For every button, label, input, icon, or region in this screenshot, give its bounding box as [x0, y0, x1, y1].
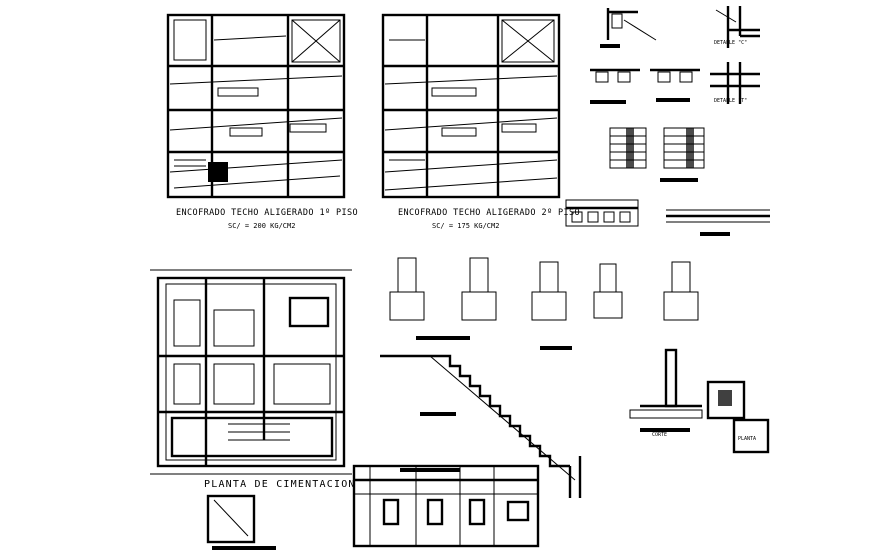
roof-plan-2-title: ENCOFRADO TECHO ALIGERADO 2º PISO [398, 208, 581, 218]
rebar-schedule [352, 464, 540, 548]
corte-label: CORTE [652, 432, 668, 438]
stair-section [380, 354, 582, 498]
planta-label: PLANTA [738, 436, 757, 442]
roof-plan-2 [381, 13, 561, 199]
footing-sections [389, 257, 699, 350]
roof-plan-1-load: SC/ = 200 KG/CM2 [228, 222, 296, 230]
roof-plan-1 [166, 13, 346, 199]
detail-t-label: DETALLE "T" [714, 98, 748, 104]
column-detail [629, 348, 770, 454]
foundation-plan-title: PLANTA DE CIMENTACION [204, 479, 356, 490]
detail-c-t [710, 6, 760, 104]
elevation-strip [565, 199, 770, 236]
foundation-detail-small [206, 494, 276, 550]
detail-c-label: DETALLE "C" [714, 40, 748, 46]
roof-plan-2-load: SC/ = 175 KG/CM2 [432, 222, 500, 230]
roof-plan-1-title: ENCOFRADO TECHO ALIGERADO 1º PISO [176, 208, 359, 218]
brick-wall-details [609, 127, 705, 182]
foundation-plan [150, 269, 352, 475]
beam-details [590, 8, 700, 104]
